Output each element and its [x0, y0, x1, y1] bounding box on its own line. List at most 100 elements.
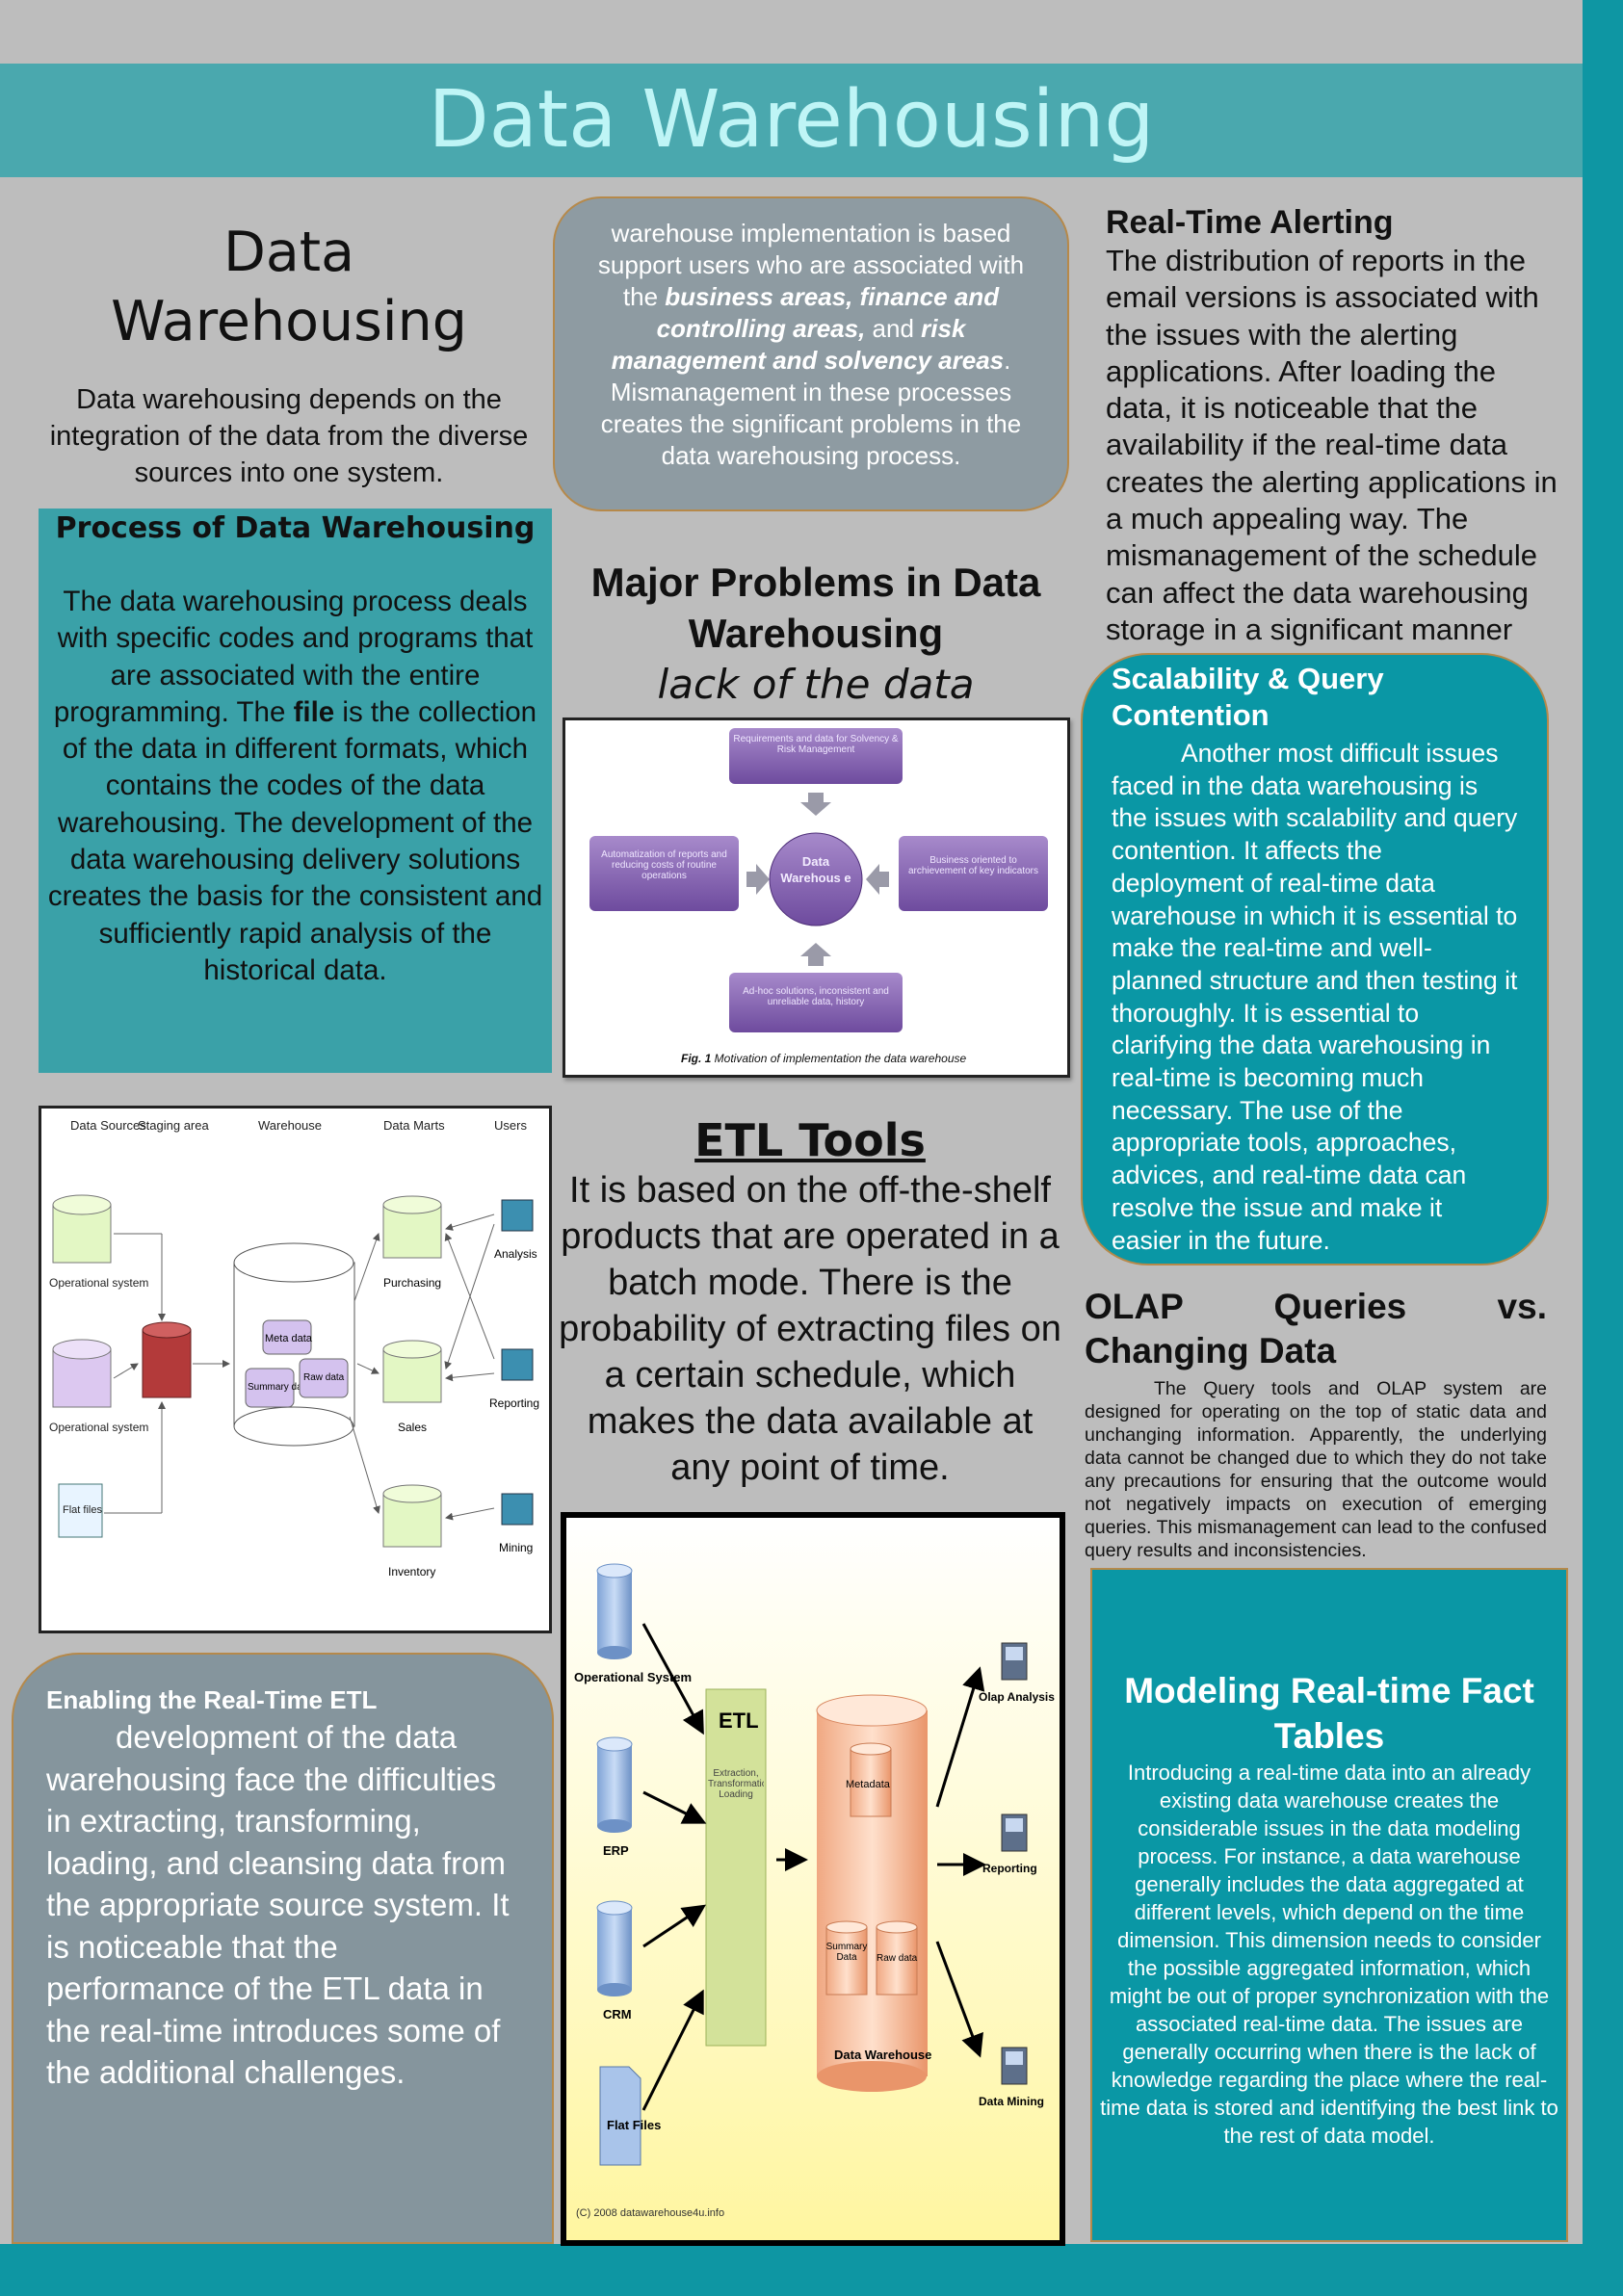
col-label: Warehouse [258, 1118, 322, 1133]
mart-label: Sales [398, 1421, 427, 1434]
major-problems-title: Major Problems in Data Warehousing [590, 560, 1041, 656]
process-body-bold: file [293, 695, 335, 728]
analysis-icon [501, 1199, 534, 1232]
etl-block [705, 1688, 767, 2047]
summary-icon [245, 1368, 295, 1408]
scalability-body: Another most difficult issues faced in t… [1112, 739, 1518, 1255]
mart-db-icon [382, 1484, 442, 1548]
col-label: Data Marts [383, 1118, 445, 1133]
etl-diagram-svg: Operational System ERP CRM Flat Files ET… [574, 1563, 1055, 2219]
process-section: Process of Data Warehousing The data war… [39, 509, 552, 1073]
page-title: Data Warehousing [428, 74, 1155, 166]
callout-text: warehouse implementation is based suppor… [597, 219, 1025, 311]
col-label: Users [494, 1118, 527, 1133]
major-problems-header: Major Problems in Data Warehousing lack … [559, 557, 1073, 711]
etl-source-label: Operational System [574, 1670, 692, 1684]
motivation-caption: Motivation of implementation the data wa… [711, 1052, 966, 1065]
motivation-diagram-svg: Requirements and data for Solvency & Ris… [589, 728, 1048, 1065]
scalability-section: Scalability & Query Contention Another m… [1081, 653, 1549, 1265]
realtime-etl-body: development of the data warehousing face… [46, 1716, 517, 2094]
user-label: Analysis [494, 1247, 537, 1261]
etl-tools-body: It is based on the off-the-shelf product… [559, 1170, 1061, 1488]
realtime-alerting-body: The distribution of reports in the email… [1106, 244, 1558, 646]
process-heading: Process of Data Warehousing [55, 511, 536, 545]
source-label: Flat files [63, 1504, 102, 1516]
motivation-diagram: Requirements and data for Solvency & Ris… [563, 718, 1070, 1078]
etl-diagram: Operational System ERP CRM Flat Files ET… [561, 1512, 1065, 2246]
etl-tools-title: ETL Tools [694, 1114, 926, 1166]
arrow-up-icon [800, 943, 831, 966]
realtime-etl-section: Enabling the Real-Time ETL development o… [12, 1653, 554, 2244]
warehouse-part-label: Raw data [303, 1372, 345, 1383]
olap-heading-line: OLAP Queries vs. [1085, 1287, 1547, 1326]
reporting-computer-icon [1001, 1813, 1028, 1852]
modeling-body: Introducing a real-time data into an alr… [1100, 1761, 1558, 2148]
motivation-center-label: Data Warehous e [780, 854, 851, 885]
olap-heading: OLAP Queries vs. Changing Data [1085, 1285, 1547, 1373]
major-problems-subtitle: lack of the data [657, 661, 975, 708]
etl-output-label: Olap Analysis [979, 1690, 1055, 1704]
arrow-right-icon [746, 864, 770, 895]
callout-emphasis: business areas, finance and controlling … [656, 282, 1000, 343]
etl-source-label: Flat Files [607, 2118, 661, 2132]
etl-output-label: Reporting [982, 1862, 1037, 1875]
user-label: Mining [499, 1541, 533, 1554]
source-cylinder-icon [596, 1900, 633, 1996]
etl-raw-label: Raw data [877, 1953, 918, 1964]
title-banner: Data Warehousing [0, 64, 1583, 177]
process-body: The data warehousing process deals with … [42, 584, 548, 989]
mart-label: Inventory [388, 1565, 435, 1578]
left-title: Data Warehousing [111, 221, 467, 353]
motivation-right-label: Business oriented to archievement of key… [907, 855, 1039, 876]
realtime-alerting-heading: Real-Time Alerting [1106, 204, 1394, 241]
mart-label: Purchasing [383, 1276, 441, 1290]
motivation-box-top [729, 728, 903, 784]
etl-output-label: Data Mining [979, 2095, 1044, 2108]
col-label: Staging area [138, 1118, 209, 1133]
olap-computer-icon [1001, 1642, 1028, 1681]
source-cylinder-icon [596, 1736, 633, 1833]
source-label: Operational system [49, 1421, 148, 1434]
etl-summary-label: Summary Data [825, 1942, 868, 1963]
motivation-box-left [589, 836, 739, 911]
callout-text: and [865, 314, 922, 343]
mart-db-icon [382, 1195, 442, 1259]
architecture-diagram-svg: Data Sources Staging area Warehouse Data… [49, 1118, 539, 1578]
scalability-heading: Scalability & Query Contention [1112, 662, 1384, 732]
etl-source-label: CRM [603, 2007, 632, 2022]
callout-emphasis: risk management and solvency areas [611, 314, 1005, 375]
mart-db-icon [382, 1340, 442, 1403]
rawdata-icon [299, 1358, 349, 1398]
motivation-caption-bold: Fig. 1 [681, 1052, 712, 1065]
flat-files-icon [599, 2066, 641, 2166]
olap-heading-line: Changing Data [1085, 1331, 1337, 1370]
arrow-down-icon [800, 793, 831, 816]
source-db-icon [52, 1339, 112, 1408]
implementation-callout: warehouse implementation is based suppor… [553, 196, 1069, 511]
warehouse-part-label: Meta data [265, 1333, 313, 1344]
metadata-cylinder-icon [850, 1742, 892, 1817]
svg-text:Fig. 1 Motivation of implement: Fig. 1 Motivation of implementation the … [681, 1052, 966, 1065]
right-edge-strip [1583, 0, 1623, 2296]
bottom-edge-strip [0, 2244, 1623, 2296]
source-label: Operational system [49, 1276, 148, 1290]
modeling-section: Modeling Real-time Fact Tables Introduci… [1090, 1568, 1568, 2242]
architecture-diagram: Data Sources Staging area Warehouse Data… [39, 1106, 552, 1633]
motivation-box-bottom [729, 973, 903, 1032]
etl-block-label: ETL [719, 1709, 759, 1733]
process-body-part: is the collection of the data in differe… [47, 695, 543, 986]
etl-source-label: ERP [603, 1843, 629, 1858]
metadata-icon [262, 1319, 312, 1355]
flat-file-icon [58, 1483, 103, 1538]
col-label: Data Sources [70, 1118, 146, 1133]
warehouse-part-label: Summary data [248, 1382, 310, 1393]
modeling-heading: Modeling Real-time Fact Tables [1124, 1671, 1534, 1756]
motivation-left-label: Automatization of reports and reducing c… [601, 849, 727, 881]
realtime-etl-heading: Enabling the Real-Time ETL [46, 1685, 378, 1714]
etl-figure-credit: (C) 2008 datawarehouse4u.info [576, 2207, 724, 2219]
etl-metadata-label: Metadata [846, 1779, 891, 1790]
etl-block-sublabel: Extraction, Transformation, Loading [708, 1768, 764, 1800]
rawdata-cylinder-icon [876, 1920, 918, 1996]
motivation-box-right [899, 836, 1048, 911]
reporting-icon [501, 1348, 534, 1381]
